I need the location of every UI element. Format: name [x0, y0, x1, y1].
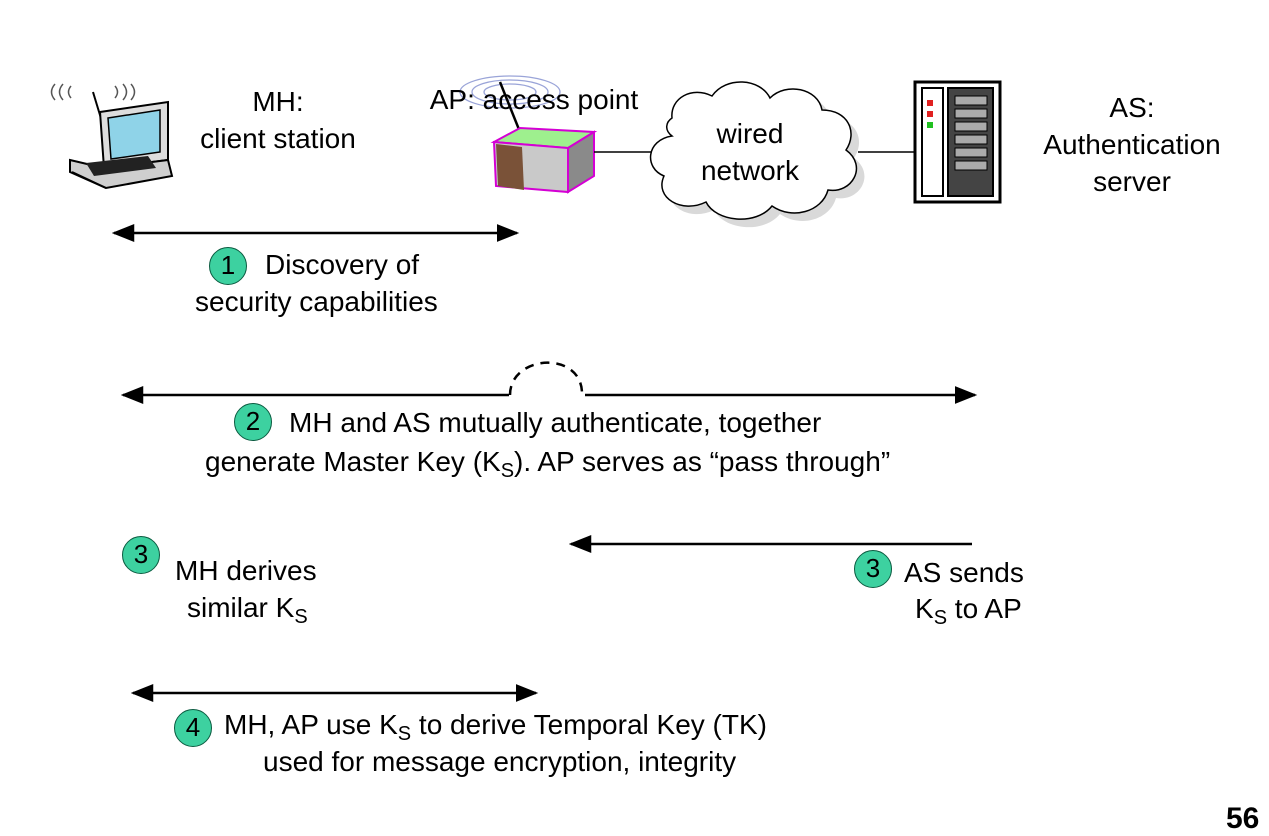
ap-label: AP: access point — [410, 81, 658, 118]
ap-label-line1: AP: access point — [429, 84, 639, 115]
step-2-line2-subscript: S — [500, 460, 515, 482]
step-3-mh-line1: MH derives — [175, 555, 317, 586]
step-3-mh-badge: 3 — [122, 536, 160, 574]
as-label-line3: server — [1093, 166, 1171, 197]
mh-label-line1: MH: — [252, 86, 304, 117]
step-4-line1-subscript: S — [397, 723, 412, 745]
step-2-line2: generate Master Key (KS). AP serves as “… — [205, 443, 891, 482]
step-2-line2-prefix: generate Master Key (K — [205, 446, 501, 477]
step-3-as-line1: AS sends — [904, 557, 1024, 588]
step-4-line2: used for message encryption, integrity — [263, 746, 737, 777]
laptop-icon — [50, 83, 174, 190]
mh-label: MH: client station — [178, 83, 378, 157]
access-point-icon — [459, 75, 598, 194]
as-label: AS: Authentication server — [1027, 89, 1237, 200]
step-3-as-badge: 3 — [854, 550, 892, 588]
as-label-line1: AS: — [1109, 92, 1155, 123]
step-4-line1: MH, AP use KS to derive Temporal Key (TK… — [224, 706, 767, 745]
step-3-as-line2: KS to AP — [915, 590, 1022, 629]
network-label: wired network — [690, 115, 810, 189]
step-4-line1-prefix: MH, AP use K — [224, 709, 398, 740]
step-1-badge: 1 — [209, 247, 247, 285]
step-3-mh-line2-prefix: similar K — [187, 592, 295, 623]
step-3-as-line2-suffix: to AP — [947, 593, 1022, 624]
step-3-as-line2-prefix: K — [915, 593, 934, 624]
mh-label-line2: client station — [200, 123, 356, 154]
server-icon — [913, 80, 1002, 204]
step-1-line2: security capabilities — [195, 286, 438, 317]
step-2-line2-suffix: ). AP serves as “pass through” — [514, 446, 891, 477]
network-label-line1: wired — [716, 118, 784, 149]
as-label-line2: Authentication — [1043, 129, 1221, 160]
step-4-badge: 4 — [174, 709, 212, 747]
authentication-arrow — [120, 361, 978, 404]
step-2-line1: MH and AS mutually authenticate, togethe… — [289, 407, 822, 438]
step-1-line1: Discovery of — [265, 249, 420, 280]
network-label-line2: network — [700, 155, 800, 186]
step-2-badge: 2 — [234, 403, 272, 441]
step-3-as-line2-subscript: S — [933, 607, 948, 629]
step-3-mh-line2: similar KS — [187, 589, 308, 628]
cloud-icon — [649, 81, 865, 228]
step-4-line1-suffix: to derive Temporal Key (TK) — [411, 709, 767, 740]
page-number: 56 — [1226, 802, 1260, 835]
step-3-mh-line2-subscript: S — [294, 606, 308, 628]
